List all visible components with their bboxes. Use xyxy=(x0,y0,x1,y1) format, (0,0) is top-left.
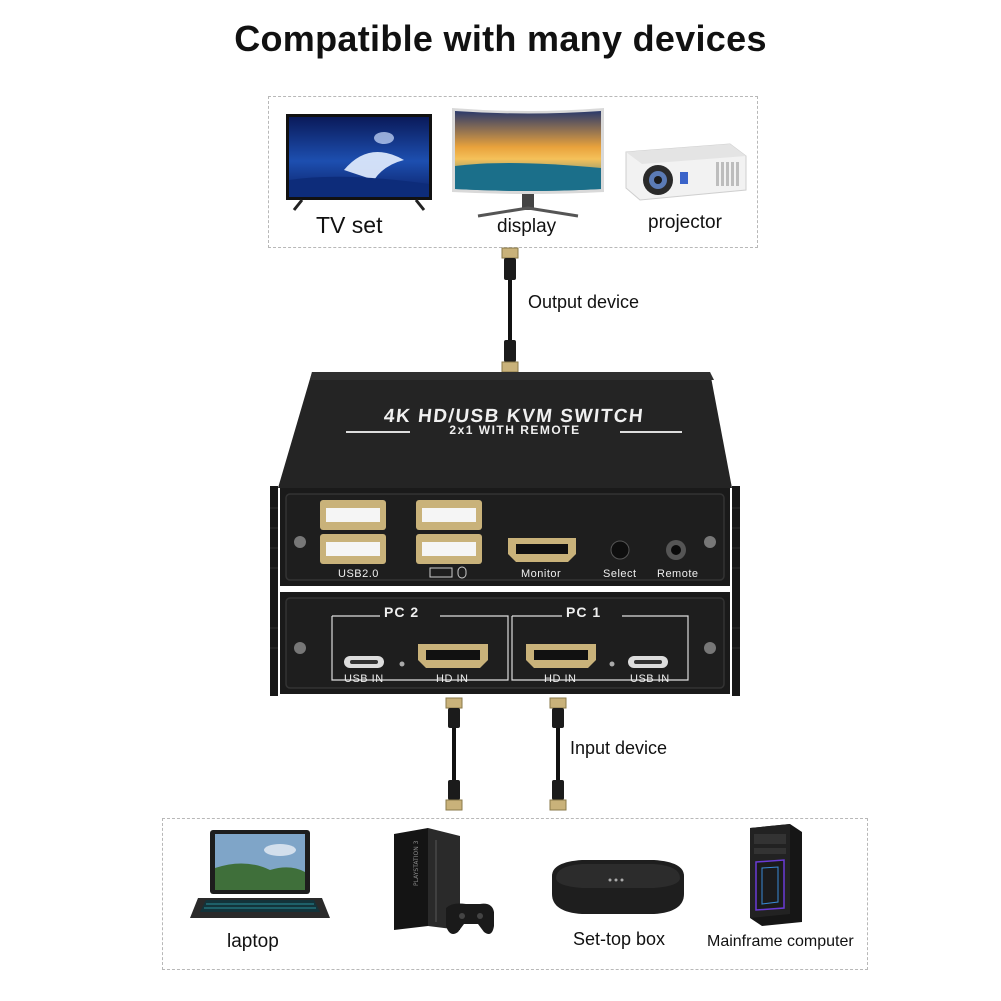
select-button xyxy=(610,540,630,560)
input-devices-box xyxy=(162,818,868,970)
pc1-section-label: PC 1 xyxy=(566,604,602,620)
kvm-switch xyxy=(270,368,740,698)
input-device-label-laptop: laptop xyxy=(227,931,279,952)
output-cable-label: Output device xyxy=(528,292,640,312)
input-hdmi-cable-2 xyxy=(546,696,570,814)
output-device-label-projector: projector xyxy=(648,212,722,233)
tv-icon xyxy=(284,110,434,214)
pc1-hd-in-label: HD IN xyxy=(544,673,577,685)
pc2-usb-in-label: USB IN xyxy=(344,673,384,685)
svg-text:PLAYSTATION 3: PLAYSTATION 3 xyxy=(413,840,420,886)
gamepad-icon xyxy=(446,903,494,934)
laptop-icon xyxy=(190,828,330,926)
pc2-section-label: PC 2 xyxy=(384,604,420,620)
mouse-icon xyxy=(457,566,467,579)
input-hdmi-cable-1 xyxy=(442,696,466,814)
game-console-icon: PLAYSTATION 3 xyxy=(388,826,498,944)
desktop-tower-icon xyxy=(744,822,808,928)
keyboard-icon xyxy=(429,567,453,578)
input-device-label-mainframe: Mainframe computer xyxy=(707,933,854,950)
remote-jack-label: Remote xyxy=(657,568,699,580)
pc2-hd-in-label: HD IN xyxy=(436,673,469,685)
usb-label: USB2.0 xyxy=(338,568,379,580)
output-device-label-display: display xyxy=(497,216,557,237)
output-hdmi-cable xyxy=(498,246,522,374)
select-button-label: Select xyxy=(603,568,637,580)
page-title: Compatible with many devices xyxy=(234,18,767,59)
projector-icon xyxy=(620,138,750,204)
pc1-usb-in-label: USB IN xyxy=(630,673,670,685)
output-device-label-tv: TV set xyxy=(316,212,383,238)
switch-top-subtitle: 2x1 WITH REMOTE xyxy=(410,423,620,437)
usb-port-group-2 xyxy=(416,500,482,564)
monitor-port-label: Monitor xyxy=(521,568,562,580)
monitor-icon xyxy=(448,104,608,220)
usb-port-group-1 xyxy=(320,500,386,564)
input-cable-label: Input device xyxy=(570,738,668,758)
set-top-box-icon xyxy=(542,856,694,922)
input-device-label-set-top-box: Set-top box xyxy=(573,929,666,949)
